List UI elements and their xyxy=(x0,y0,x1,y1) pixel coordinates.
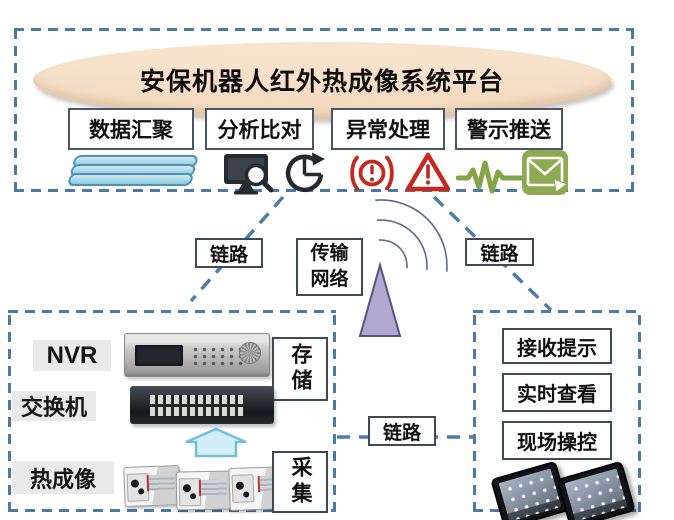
action-box-onsite-control: 现场操控 xyxy=(502,421,612,460)
action-box-receive-alerts: 接收提示 xyxy=(502,328,612,364)
platform-title-ellipse: 安保机器人红外热成像系统平台 xyxy=(33,42,611,118)
switch-ports xyxy=(150,407,244,416)
brake-alert-icon xyxy=(350,155,394,191)
function-box-exception-handling: 异常处理 xyxy=(331,108,445,150)
nvr-vent xyxy=(239,342,261,364)
action-label: 现场操控 xyxy=(517,432,597,454)
antenna-triangle xyxy=(358,261,402,337)
function-label: 数据汇聚 xyxy=(89,119,173,142)
thermal-camera-image xyxy=(123,465,181,507)
storage-box: 存储 xyxy=(272,337,328,401)
pie-refresh-icon xyxy=(285,152,325,192)
mail-send-icon xyxy=(522,150,569,195)
function-box-alert-push: 警示推送 xyxy=(455,108,563,150)
action-label: 实时查看 xyxy=(517,384,597,406)
layer-bar xyxy=(66,173,195,186)
capture-label: 采集 xyxy=(289,456,312,508)
function-box-analysis-compare: 分析比对 xyxy=(205,108,314,150)
camera-lens xyxy=(190,493,197,500)
pulse-wave-icon xyxy=(456,160,524,194)
nvr-device-image xyxy=(124,333,270,377)
monitor-search-icon xyxy=(224,154,274,195)
transmission-network-label: 传输网络 xyxy=(310,243,349,290)
switch-label: 交换机 xyxy=(12,391,96,421)
camera-detail xyxy=(198,479,228,497)
switch-ports xyxy=(150,395,244,404)
function-label: 分析比对 xyxy=(217,119,302,142)
nvr-label: NVR xyxy=(33,340,111,371)
thermal-imaging-label: 热成像 xyxy=(12,461,114,494)
camera-face xyxy=(231,474,255,503)
device-label: 热成像 xyxy=(29,466,96,492)
thermal-camera-image xyxy=(175,470,233,511)
function-label: 异常处理 xyxy=(346,119,430,142)
nvr-buttons xyxy=(191,346,245,366)
link-box-left: 链路 xyxy=(195,238,263,268)
data-layers-icon xyxy=(65,155,200,193)
storage-label: 存储 xyxy=(289,343,312,395)
device-label: 交换机 xyxy=(20,395,87,420)
action-label: 接收提示 xyxy=(517,337,597,360)
transmission-network-box: 传输网络 xyxy=(296,238,363,296)
link-label: 链路 xyxy=(209,244,248,266)
device-label: NVR xyxy=(46,341,98,369)
function-box-data-aggregation: 数据汇聚 xyxy=(68,108,194,150)
nvr-screen xyxy=(135,345,183,366)
wifi-arcs xyxy=(375,199,448,272)
action-box-realtime-view: 实时查看 xyxy=(502,373,612,412)
switch-device-image xyxy=(130,386,274,424)
platform-title: 安保机器人红外热成像系统平台 xyxy=(139,68,504,96)
link-label: 链路 xyxy=(480,243,519,265)
camera-detail xyxy=(146,474,176,492)
warning-triangle-icon xyxy=(405,152,451,192)
link-line-right xyxy=(432,195,553,312)
function-label: 警示推送 xyxy=(467,119,551,142)
link-label: 链路 xyxy=(382,422,421,444)
capture-box: 采集 xyxy=(272,451,328,513)
link-box-bottom: 链路 xyxy=(368,416,436,446)
link-box-right: 链路 xyxy=(465,238,534,266)
